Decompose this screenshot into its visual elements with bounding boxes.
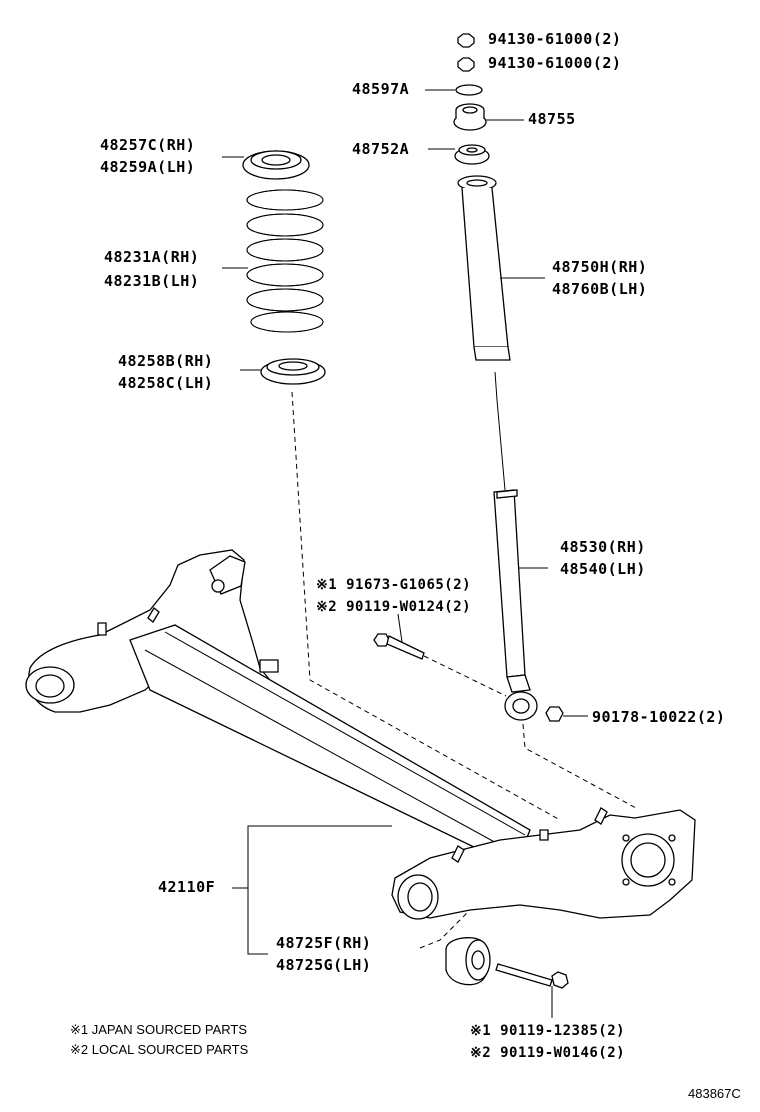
label-bush-lh: 48725G(LH) — [276, 956, 372, 974]
label-lower-bolt-2: ※2 90119-W0146(2) — [470, 1045, 626, 1061]
label-upper-insulator-rh: 48257C(RH) — [100, 136, 196, 154]
note-local-sourced: ※2 LOCAL SOURCED PARTS — [70, 1042, 249, 1057]
bushing-icon — [419, 911, 491, 986]
label-bush-rh: 48725F(RH) — [276, 934, 372, 952]
note-japan-sourced: ※1 JAPAN SOURCED PARTS — [70, 1022, 248, 1037]
label-lower-bolt-1: ※1 90119-12385(2) — [470, 1023, 626, 1039]
washer-icon — [425, 84, 483, 96]
label-upper-insulator-lh: 48259A(LH) — [100, 158, 196, 176]
nut-icon-1 — [457, 33, 475, 48]
cushion-2-icon — [428, 144, 490, 165]
lower-nut-icon — [545, 706, 588, 722]
label-boot-lh: 48760B(LH) — [552, 280, 648, 298]
label-cushion-2: 48752A — [352, 140, 410, 158]
label-lower-insulator-lh: 48258C(LH) — [118, 374, 214, 392]
label-nut-2: 94130-61000(2) — [488, 54, 622, 72]
cushion-icon — [453, 103, 524, 131]
label-nut-1: 94130-61000(2) — [488, 30, 622, 48]
coil-spring-icon — [222, 189, 324, 333]
label-lower-insulator-rh: 48258B(RH) — [118, 352, 214, 370]
label-boot-rh: 48750H(RH) — [552, 258, 648, 276]
label-upper-bolt-2: ※2 90119-W0124(2) — [316, 599, 472, 615]
figure-id: 483867C — [688, 1086, 741, 1101]
label-cushion: 48755 — [528, 110, 576, 128]
upper-bolt-icon — [373, 613, 507, 697]
lower-insulator-icon — [240, 358, 326, 385]
label-absorber-lh: 48540(LH) — [560, 560, 646, 578]
shock-absorber-icon — [493, 371, 548, 721]
label-spring-lh: 48231B(LH) — [104, 272, 200, 290]
label-lower-nut: 90178-10022(2) — [592, 708, 726, 726]
label-washer: 48597A — [352, 80, 410, 98]
lower-bolt-icon — [495, 963, 569, 1018]
label-beam: 42110F — [158, 878, 216, 896]
nut-icon-2 — [457, 57, 475, 72]
label-spring-rh: 48231A(RH) — [104, 248, 200, 266]
torsion-beam-icon — [25, 549, 696, 920]
label-absorber-rh: 48530(RH) — [560, 538, 646, 556]
bump-boot-icon — [457, 175, 545, 361]
upper-insulator-icon — [222, 150, 310, 180]
label-upper-bolt-1: ※1 91673-G1065(2) — [316, 577, 472, 593]
